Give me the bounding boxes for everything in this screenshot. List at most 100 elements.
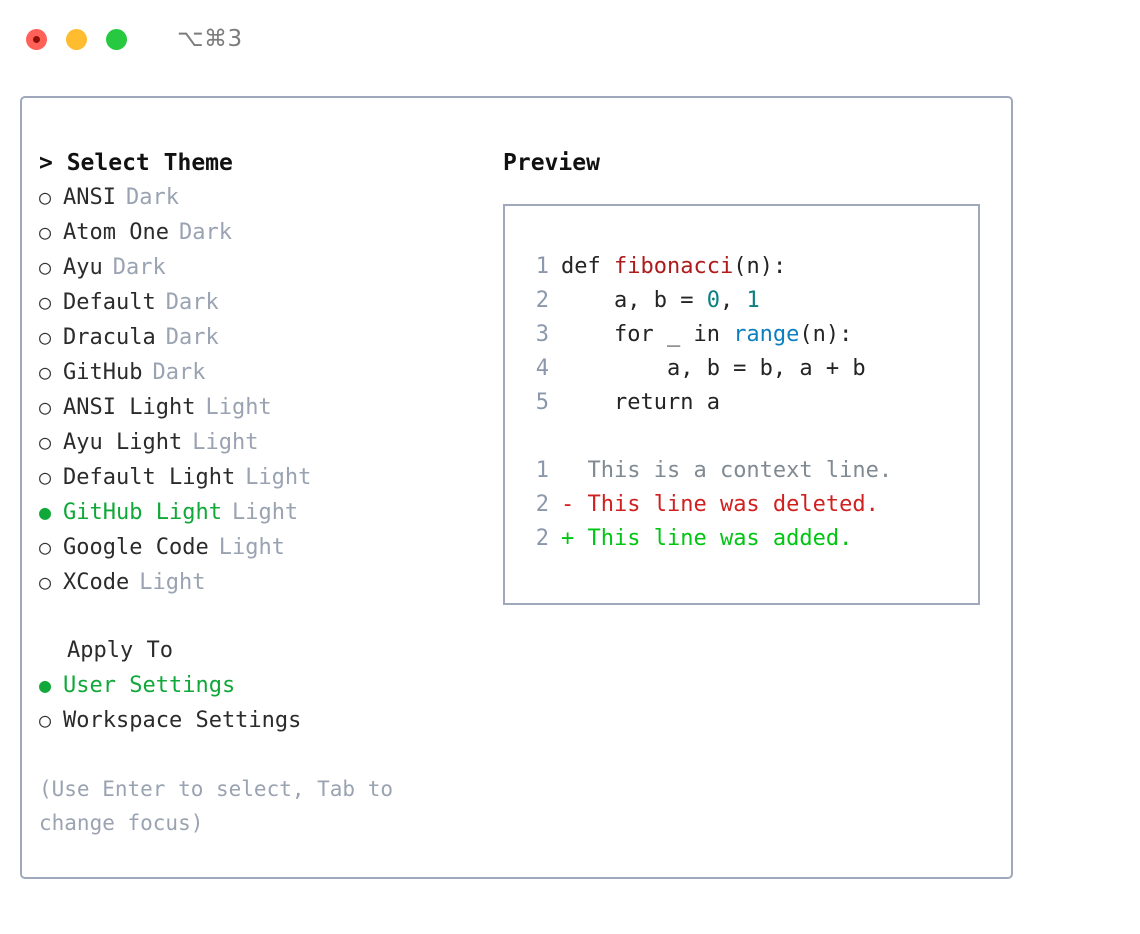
theme-name-label: XCode bbox=[63, 570, 130, 595]
theme-name-label: ANSI bbox=[63, 185, 116, 210]
theme-name-label: GitHub Light bbox=[63, 500, 222, 525]
diff-sign: - bbox=[561, 492, 575, 517]
title-bar: ⌥⌘3 bbox=[0, 0, 1140, 78]
code-token: , bbox=[719, 288, 747, 313]
radio-unselected-icon: ○ bbox=[39, 465, 52, 489]
code-token: a, b = bbox=[561, 288, 707, 313]
preview-header: Preview bbox=[503, 150, 600, 176]
diff-sample: 1 This is a context line.2- This line wa… bbox=[523, 454, 978, 556]
line-number: 2 bbox=[535, 288, 549, 313]
code-token: (n): bbox=[733, 254, 787, 279]
theme-list-item[interactable]: ○ ANSI Dark bbox=[39, 180, 479, 215]
theme-name-label: Dracula bbox=[63, 325, 156, 350]
diff-text: This is a context line. bbox=[574, 458, 893, 483]
radio-unselected-icon: ○ bbox=[39, 395, 52, 419]
radio-unselected-icon: ○ bbox=[39, 570, 52, 594]
code-line: 3 for _ in range(n): bbox=[523, 318, 978, 352]
theme-name-label: ANSI Light bbox=[63, 395, 196, 420]
theme-list-item[interactable]: ● GitHub Light Light bbox=[39, 495, 479, 530]
theme-variant-tag: Dark bbox=[152, 360, 206, 385]
theme-variant-tag: Dark bbox=[165, 325, 219, 350]
radio-unselected-icon: ○ bbox=[39, 255, 52, 279]
code-token: 0 bbox=[706, 288, 720, 313]
theme-list-item[interactable]: ○ ANSI Light Light bbox=[39, 390, 479, 425]
diff-text: This line was deleted. bbox=[574, 492, 879, 517]
theme-variant-tag: Dark bbox=[178, 220, 232, 245]
code-token: for _ in bbox=[561, 322, 734, 347]
line-number: 5 bbox=[535, 390, 549, 415]
list-spacer bbox=[39, 600, 479, 634]
theme-list-item[interactable]: ○ Dracula Dark bbox=[39, 320, 479, 355]
apply-to-item[interactable]: ○ Workspace Settings bbox=[39, 703, 479, 738]
theme-variant-tag: Dark bbox=[165, 290, 219, 315]
theme-name-label: Default bbox=[63, 290, 156, 315]
keyboard-hint-text: (Use Enter to select, Tab to change focu… bbox=[39, 777, 406, 835]
line-number: 2 bbox=[535, 492, 549, 517]
line-number: 2 bbox=[535, 526, 549, 551]
theme-variant-tag: Light bbox=[231, 500, 299, 525]
window-controls bbox=[26, 28, 127, 50]
diff-line: 2- This line was deleted. bbox=[523, 488, 978, 522]
code-token: (n): bbox=[799, 322, 853, 347]
theme-name-label: Ayu bbox=[63, 255, 103, 280]
line-number: 3 bbox=[535, 322, 549, 347]
radio-unselected-icon: ○ bbox=[39, 185, 52, 209]
theme-list-item[interactable]: ○ GitHub Dark bbox=[39, 355, 479, 390]
diff-line: 1 This is a context line. bbox=[523, 454, 978, 488]
diff-text: This line was added. bbox=[574, 526, 853, 551]
radio-unselected-icon: ○ bbox=[39, 220, 52, 244]
apply-to-label: User Settings bbox=[63, 673, 236, 698]
radio-unselected-icon: ○ bbox=[39, 360, 52, 384]
theme-list-item[interactable]: ○ Default Dark bbox=[39, 285, 479, 320]
radio-unselected-icon: ○ bbox=[39, 325, 52, 349]
code-line: 2 a, b = 0, 1 bbox=[523, 284, 978, 318]
code-token: fibonacci bbox=[613, 254, 734, 279]
code-token: 1 bbox=[746, 288, 760, 313]
minimize-button[interactable] bbox=[66, 28, 87, 50]
theme-variant-tag: Dark bbox=[112, 255, 166, 280]
apply-to-label: Workspace Settings bbox=[63, 708, 302, 733]
diff-line: 2 + This line was added. bbox=[523, 522, 978, 556]
theme-name-label: Ayu Light bbox=[63, 430, 183, 455]
line-number: 1 bbox=[535, 458, 549, 483]
theme-list-item[interactable]: ○ Ayu Light Light bbox=[39, 425, 479, 460]
radio-unselected-icon: ○ bbox=[39, 290, 52, 314]
code-diff-separator bbox=[523, 420, 978, 454]
theme-variant-tag: Light bbox=[205, 395, 272, 420]
radio-unselected-icon: ○ bbox=[39, 708, 52, 732]
diff-sign: + bbox=[561, 526, 575, 551]
radio-selected-icon: ● bbox=[39, 500, 52, 524]
apply-to-item[interactable]: ● User Settings bbox=[39, 668, 479, 703]
theme-variant-tag: Light bbox=[139, 570, 206, 595]
apply-to-list: ● User Settings ○ Workspace Settings bbox=[39, 668, 479, 738]
theme-variant-tag: Light bbox=[192, 430, 259, 455]
theme-list-item[interactable]: ○ Ayu Dark bbox=[39, 250, 479, 285]
diff-sign bbox=[561, 454, 574, 488]
theme-variant-tag: Dark bbox=[125, 185, 179, 210]
zoom-button[interactable] bbox=[106, 28, 127, 50]
radio-unselected-icon: ○ bbox=[39, 535, 52, 559]
theme-name-label: Default Light bbox=[63, 465, 236, 490]
radio-unselected-icon: ○ bbox=[39, 430, 52, 454]
code-line: 4 a, b = b, a + b bbox=[523, 352, 978, 386]
theme-list-item[interactable]: ○ XCode Light bbox=[39, 565, 479, 600]
theme-variant-tag: Light bbox=[218, 535, 285, 560]
code-token: def bbox=[561, 254, 614, 279]
keyboard-shortcut-label: ⌥⌘3 bbox=[177, 25, 243, 52]
close-button[interactable] bbox=[26, 28, 47, 50]
apply-to-header: Apply To bbox=[67, 638, 173, 663]
code-line: 5 return a bbox=[523, 386, 978, 420]
theme-picker-header: > Select Theme bbox=[39, 150, 233, 176]
radio-selected-icon: ● bbox=[39, 673, 52, 697]
line-number: 4 bbox=[535, 356, 549, 381]
theme-name-label: GitHub bbox=[63, 360, 143, 385]
